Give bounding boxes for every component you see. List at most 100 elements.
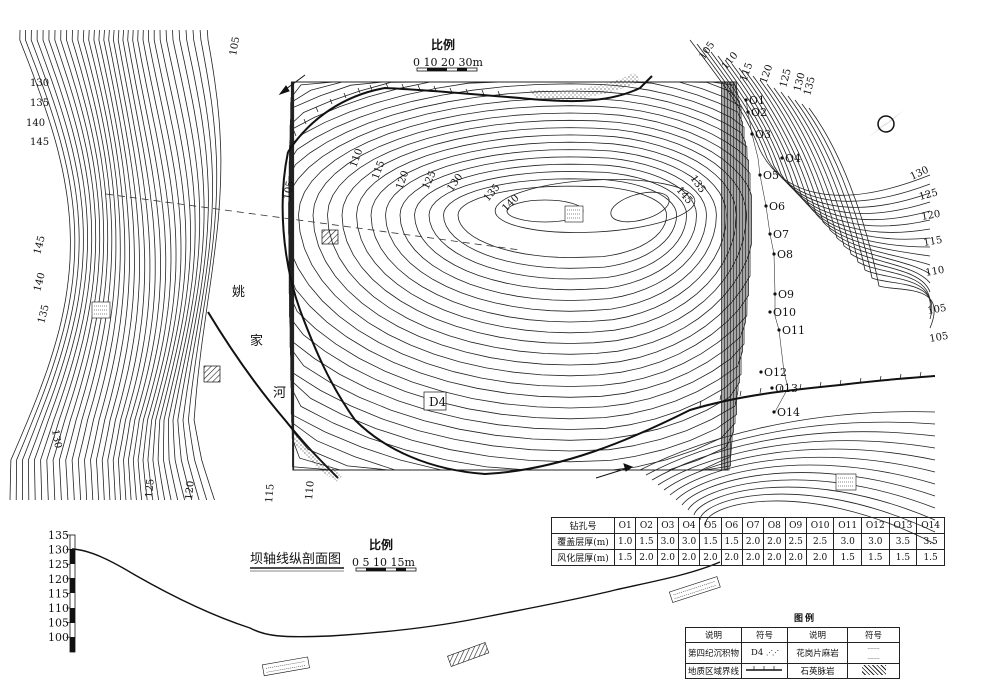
table-header: O11	[833, 517, 863, 534]
table-row: 地质区域界线 石英脉岩	[684, 663, 900, 679]
quartz-vein-symbol	[847, 663, 900, 679]
table-cell: 2.0	[805, 549, 835, 566]
sediment-dots	[292, 72, 640, 482]
svg-text:145: 145	[30, 137, 49, 148]
svg-text:D4: D4	[429, 395, 447, 409]
svg-text:0 5 10 15m: 0 5 10 15m	[352, 556, 415, 569]
svg-text:115: 115	[738, 61, 755, 83]
table-cell: 2.5	[805, 533, 835, 550]
table-header: O12	[861, 517, 890, 534]
borehole-label: O7	[773, 228, 789, 241]
borehole-label: O4	[785, 152, 801, 165]
table-cell: 2.0	[741, 549, 765, 566]
svg-text:130: 130	[909, 165, 931, 183]
profile-title: 坝轴线纵剖面图	[250, 552, 341, 567]
svg-text:125: 125	[144, 478, 157, 498]
table-cell: 1.0	[613, 533, 637, 550]
table-header: O6	[720, 517, 743, 534]
table-header: O5	[699, 517, 722, 534]
table-cell: 3.5	[916, 533, 945, 550]
svg-text:135: 135	[802, 75, 818, 96]
legend-table: 说明 符号 说明 符号 第四纪沉积物 D4 ⋰⋰ 花岗片麻岩 ┄┄┄┄┄┄┄┄ …	[684, 627, 900, 679]
svg-text:125: 125	[48, 558, 69, 571]
quartz-vein-symbol	[203, 365, 221, 383]
svg-text:110: 110	[720, 50, 741, 72]
valley-contours	[639, 39, 936, 545]
legend-header: 符号	[741, 627, 788, 643]
svg-text:120: 120	[921, 209, 942, 223]
svg-text:140: 140	[26, 118, 45, 129]
profile-ground-line	[71, 548, 721, 638]
table-cell: 1.5	[635, 533, 658, 550]
table-header: O9	[784, 517, 807, 534]
legend-desc: 花岗片麻岩	[786, 642, 849, 664]
svg-text:135: 135	[36, 303, 52, 324]
quartz-vein-symbol	[321, 229, 339, 245]
gneiss-symbol	[835, 473, 857, 491]
svg-text:115: 115	[264, 483, 277, 503]
table-cell: 1.5	[720, 533, 743, 550]
svg-text:0 10 20 30m: 0 10 20 30m	[413, 56, 483, 69]
table-header: O10	[805, 517, 835, 534]
svg-text:比例: 比例	[369, 537, 393, 552]
svg-text:130: 130	[49, 429, 63, 450]
table-cell: 3.5	[888, 533, 918, 550]
table-cell: 3.0	[677, 533, 701, 550]
svg-text:比例: 比例	[431, 37, 455, 52]
main-hill-contours	[288, 81, 752, 471]
table-cell: 2.0	[677, 549, 701, 566]
svg-text:145: 145	[674, 185, 695, 207]
left-hill-contours	[9, 29, 222, 501]
svg-text:130: 130	[48, 544, 69, 557]
svg-text:135: 135	[482, 182, 503, 204]
svg-text:100: 100	[48, 631, 69, 644]
map-scale-bar: 比例 0 10 20 30m	[413, 37, 483, 72]
geological-boundary	[207, 75, 936, 479]
north-arrow-icon	[868, 110, 904, 138]
table-header: O4	[677, 517, 701, 534]
svg-text:135: 135	[30, 98, 49, 109]
svg-text:姚: 姚	[232, 285, 245, 300]
flow-arrow-bottom	[595, 463, 634, 479]
boundary-symbol	[741, 663, 788, 679]
table-cell: 2.0	[720, 549, 743, 566]
borehole-label: O12	[764, 366, 787, 379]
svg-text:115: 115	[923, 235, 944, 249]
gneiss-symbol	[564, 205, 584, 223]
svg-text:105: 105	[927, 303, 948, 317]
river-name: 姚 家 河	[232, 285, 286, 401]
svg-text:125: 125	[918, 187, 939, 203]
table-header: O2	[635, 517, 658, 534]
dam-axis-line	[105, 193, 521, 251]
table-cell: 1.5	[861, 549, 890, 566]
borehole-label: O11	[782, 324, 805, 337]
table-cell: 2.0	[635, 549, 658, 566]
svg-text:105: 105	[697, 40, 717, 62]
table-row-label: 风化层厚(m)	[551, 549, 615, 566]
legend-desc: 石英脉岩	[786, 663, 849, 679]
table-cell: 3.0	[861, 533, 890, 550]
borehole-line	[745, 99, 789, 413]
table-cell: 2.0	[763, 533, 786, 550]
svg-text:105: 105	[228, 36, 242, 57]
legend-symbol: D4 ⋰⋰	[741, 642, 788, 664]
svg-text:140: 140	[500, 193, 521, 214]
table-cell: 3.0	[656, 533, 679, 550]
legend-desc: 第四纪沉积物	[684, 642, 743, 664]
svg-text:家: 家	[250, 333, 263, 349]
svg-text:125: 125	[421, 169, 439, 191]
borehole-label: O3	[755, 128, 771, 141]
table-cell: 1.5	[916, 549, 945, 566]
svg-text:110: 110	[48, 602, 69, 615]
legend-header: 说明	[684, 627, 743, 643]
svg-text:110: 110	[925, 265, 946, 279]
svg-text:120: 120	[184, 480, 197, 500]
table-row-label: 覆盖层厚(m)	[551, 533, 615, 550]
zone-label-d4: D4	[423, 391, 447, 411]
svg-text:125: 125	[778, 67, 794, 88]
table-cell: 2.0	[656, 549, 679, 566]
legend-desc: 地质区域界线	[684, 663, 743, 679]
